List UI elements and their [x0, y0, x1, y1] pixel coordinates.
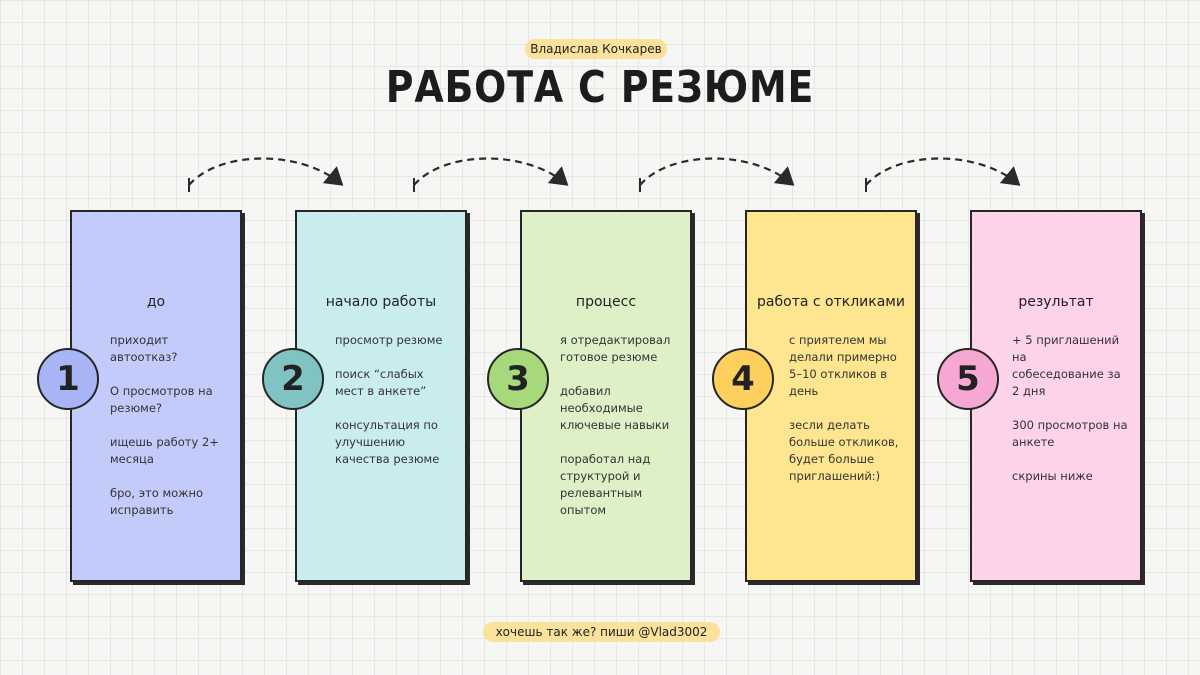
step-card-3: процесс я отредактировал готовое резюме … — [520, 210, 692, 582]
step-card-1: до приходит автоотказ? О просмотров на р… — [70, 210, 242, 582]
page-title: РАБОТА С РЕЗЮМЕ — [385, 62, 815, 113]
arrow-3-4 — [639, 157, 795, 192]
step-item: + 5 приглашений на собеседование за 2 дн… — [1012, 333, 1121, 398]
step-item: я отредактировал готовое резюме — [560, 333, 671, 364]
arrow-4-5 — [865, 157, 1021, 192]
step-title: результат — [1018, 294, 1094, 310]
step-item: консультация по улучшению качества резюм… — [335, 418, 440, 466]
contact-badge: хочешь так же? пиши @Vlad3002 — [483, 622, 720, 642]
step-item: с приятелем мы делали примерно 5–10 откл… — [789, 333, 897, 398]
step-item: добавил необходимые ключевые навыки — [560, 384, 670, 432]
step-item: бро, это можно исправить — [110, 486, 204, 517]
step-item: поработал над структурой и релевантным о… — [560, 452, 651, 517]
step-number-badge-1: 1 — [37, 348, 99, 410]
step-item: поиск “слабых мест в анкете” — [335, 367, 427, 398]
step-number-badge-3: 3 — [487, 348, 549, 410]
step-items: + 5 приглашений на собеседование за 2 дн… — [1012, 332, 1130, 502]
step-number-badge-5: 5 — [937, 348, 999, 410]
step-card-4: работа с откликами с приятелем мы делали… — [745, 210, 917, 582]
step-card-5: результат + 5 приглашений на собеседован… — [970, 210, 1142, 582]
connector-arrows — [188, 157, 1021, 192]
step-number-badge-2: 2 — [262, 348, 324, 410]
step-number-badge-4: 4 — [712, 348, 774, 410]
author-badge: Владислав Кочкарев — [525, 39, 667, 59]
step-item: О просмотров на резюме? — [110, 384, 213, 415]
step-item: 300 просмотров на анкете — [1012, 418, 1128, 449]
step-item: ищешь работу 2+ месяца — [110, 435, 219, 466]
step-title: начало работы — [325, 294, 437, 310]
step-title: процесс — [575, 294, 637, 310]
step-card-2: начало работы просмотр резюме поиск “сла… — [295, 210, 467, 582]
step-items: с приятелем мы делали примерно 5–10 откл… — [789, 332, 905, 502]
arrow-1-2 — [188, 157, 344, 192]
step-item: зесли делать больше откликов, будет боль… — [789, 418, 899, 483]
step-title: до — [146, 294, 166, 310]
step-item: просмотр резюме — [335, 333, 443, 347]
step-title: работа с откликами — [757, 294, 905, 310]
step-item: приходит автоотказ? — [110, 333, 178, 364]
step-item: скрины ниже — [1012, 469, 1093, 483]
arrow-2-3 — [413, 157, 569, 192]
step-items: приходит автоотказ? О просмотров на резю… — [110, 332, 230, 536]
step-items: я отредактировал готовое резюме добавил … — [560, 332, 680, 536]
step-items: просмотр резюме поиск “слабых мест в анк… — [335, 332, 455, 485]
